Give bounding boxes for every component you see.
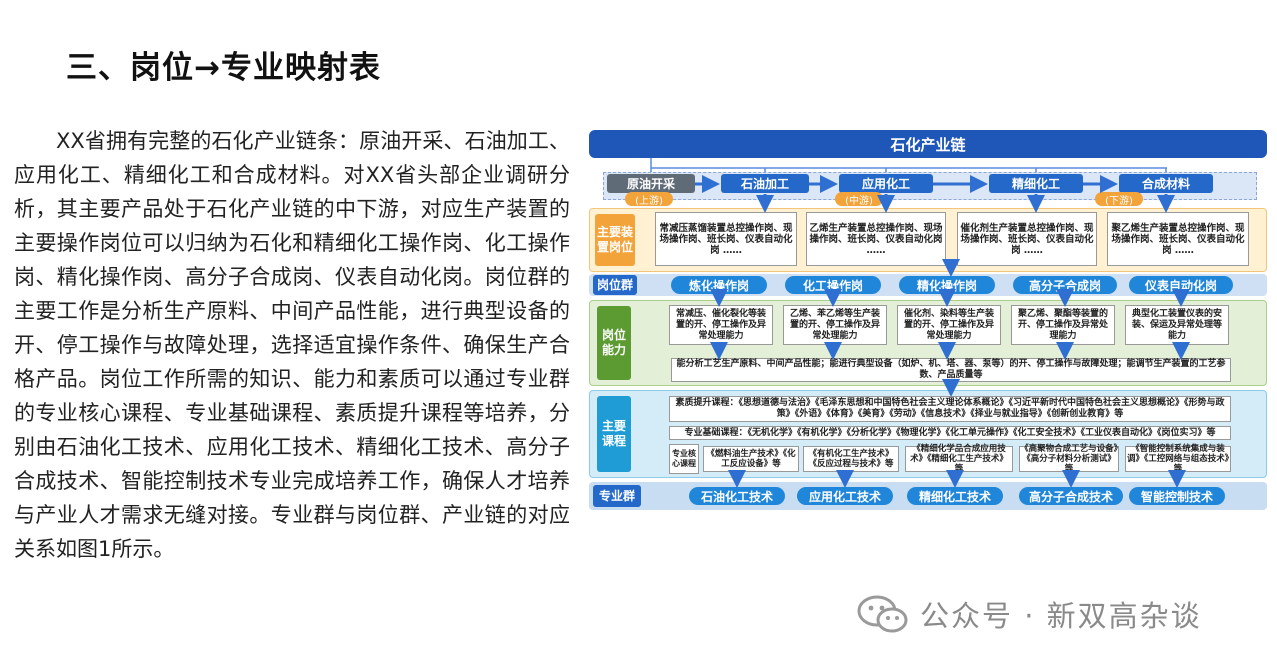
ability-box-5: 典型化工装置仪表的安装、保运及异常处理等能力 (1125, 305, 1229, 345)
chain-node-synthetic: 合成材料 (1119, 174, 1213, 193)
ability-box-1: 常减压、催化裂化等装置的开、停工操作及异常处理能力 (669, 305, 773, 345)
stage-upstream: (上游) (625, 192, 673, 207)
watermark-text: 公众号 · 新双高杂谈 (920, 599, 1202, 633)
industry-chain-diagram: 石化产业链 原油开采 石油加工 应用化工 精细化工 合成材料 (上游) (中游)… (589, 128, 1267, 513)
core-course-5: 《智能控制系统集成与装调》《工控网络与组态技术》等 (1125, 444, 1231, 474)
flow-arrows (650, 158, 1190, 488)
quality-courses: 素质提升课程：《思想道德与法治》《毛泽东思想和中国特色社会主义理论体系概论》《习… (669, 396, 1231, 422)
ability-box-3: 催化剂、染料等生产装置的开、停工操作及异常处理能力 (897, 305, 1001, 345)
job-group-3: 精化操作岗 (899, 276, 995, 294)
core-course-1: 《燃料油生产技术》《化工反应设备》等 (703, 446, 799, 472)
ability-label: 岗位能力 (597, 306, 631, 380)
page-title: 三、岗位→专业映射表 (66, 50, 381, 86)
chain-node-crude: 原油开采 (607, 174, 695, 193)
job-group-4: 高分子合成岗 (1013, 276, 1117, 294)
core-course-2: 《有机化工生产技术》《反应过程与技术》等 (803, 446, 899, 472)
job-group-5: 仪表自动化岗 (1129, 276, 1233, 294)
group-label: 岗位群 (593, 275, 637, 295)
stage-midstream: (中游) (835, 192, 883, 207)
chain-node-fine: 精细化工 (989, 174, 1083, 193)
position-box-2: 乙烯生产装置总控操作岗、现场操作岗、班长岗、仪表自动化岗 …… (806, 212, 946, 266)
position-box-4: 聚乙烯生产装置总控操作岗、现场操作岗、班长岗、仪表自动化岗 …… (1107, 212, 1249, 266)
diagram-header: 石化产业链 (589, 130, 1267, 158)
position-box-1: 常减压蒸馏装置总控操作岗、现场操作岗、班长岗、仪表自动化岗 …… (655, 212, 797, 266)
chain-node-applied: 应用化工 (839, 174, 933, 193)
job-group-2: 化工操作岗 (785, 276, 881, 294)
major-1: 石油化工技术 (689, 487, 785, 505)
major-4: 高分子合成技术 (1019, 487, 1123, 505)
job-group-1: 炼化操作岗 (671, 276, 767, 294)
core-courses-label: 专业核心课程 (669, 444, 699, 474)
major-2: 应用化工技术 (797, 487, 893, 505)
chain-node-refining: 石油加工 (721, 174, 809, 193)
ability-box-4: 聚乙烯、聚酯等装置的开、停工操作及异常处理能力 (1011, 305, 1115, 345)
stage-downstream: (下游) (1095, 192, 1143, 207)
wechat-icon (857, 595, 908, 633)
major-5: 智能控制技术 (1129, 487, 1225, 505)
basic-courses: 专业基础课程：《无机化学》《有机化学》《分析化学》《物理化学》《化工单元操作》《… (669, 426, 1231, 440)
description-paragraph: XX省拥有完整的石化产业链条：原油开采、石油加工、应用化工、精细化工和合成材料。… (14, 129, 570, 561)
major-3: 精细化工技术 (907, 487, 1003, 505)
course-label: 主要课程 (597, 396, 631, 472)
positions-label: 主要装置岗位 (595, 214, 635, 266)
watermark: 公众号 · 新双高杂谈 (856, 594, 1202, 634)
major-label: 专业群 (593, 485, 641, 507)
